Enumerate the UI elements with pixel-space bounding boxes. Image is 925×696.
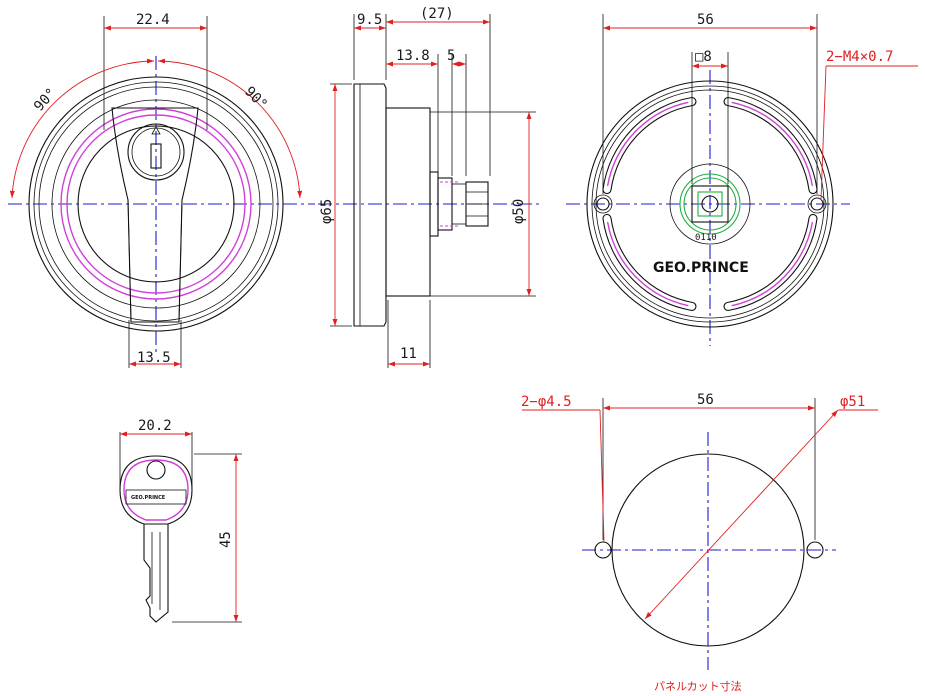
bezel-ring-3 xyxy=(38,86,274,322)
arc-slot-bottom-right xyxy=(723,213,818,311)
arc-slot-bottom-right-highlight xyxy=(731,221,814,307)
panel-hole-left xyxy=(594,541,612,559)
side-dim-inner-dia: φ50 xyxy=(511,199,527,224)
arc-slot-top-right-highlight xyxy=(731,101,814,187)
housing-ring-3 xyxy=(595,89,825,319)
lever-handle xyxy=(111,107,199,323)
side-dim-base: 11 xyxy=(400,346,417,362)
angle-arc-left xyxy=(9,58,155,199)
hub-green-ring xyxy=(679,173,741,235)
rear-dim-square: □8 xyxy=(695,49,712,65)
flange xyxy=(353,83,387,327)
side-dim-body: 13.8 xyxy=(396,48,430,64)
magenta-seal-ring xyxy=(60,108,252,300)
angle-arc-right xyxy=(157,58,303,199)
side-dim-flange: 9.5 xyxy=(357,12,382,28)
hidden-lines xyxy=(440,181,460,227)
key-logo-plate xyxy=(125,489,187,505)
body-housing xyxy=(385,107,431,297)
key-blade-grooves xyxy=(151,532,161,610)
hub-green-ring-2 xyxy=(683,177,737,231)
leader-screw xyxy=(820,65,827,201)
front-angle-right: 90° xyxy=(241,84,270,113)
mount-hole-right-ring xyxy=(807,194,827,214)
key-ring-hole xyxy=(146,460,166,480)
front-view xyxy=(8,16,315,368)
mount-hole-right xyxy=(810,197,824,211)
bezel-outer-ring xyxy=(28,76,284,332)
arc-slot-top-right xyxy=(723,97,818,195)
square-drive-inner xyxy=(697,191,723,217)
front-angle-left: 90° xyxy=(31,85,60,115)
arc-slot-top-left-highlight xyxy=(606,101,689,187)
arc-slot-bottom-left xyxy=(602,213,697,311)
arc-slot-bottom-left-highlight xyxy=(606,221,689,307)
key-brand-label: GEO.PRINCE xyxy=(131,495,166,501)
side-view xyxy=(318,14,540,368)
mount-hole-left xyxy=(596,197,610,211)
dial-recess xyxy=(77,125,235,283)
magenta-seal-ring-inner xyxy=(66,114,246,294)
key-head-grip xyxy=(123,459,189,521)
mount-hole-left-ring xyxy=(593,194,613,214)
key-dim-width: 20.2 xyxy=(138,418,172,434)
side-dim-total: (27) xyxy=(420,6,454,22)
panel-dim-holes: 2−φ4.5 xyxy=(521,394,572,410)
side-dim-outer-dia: φ65 xyxy=(319,199,335,224)
rear-hub-code: 0110 xyxy=(695,233,717,243)
lever-handle-edges xyxy=(127,199,183,323)
panel-dim-pitch: 56 xyxy=(697,392,714,408)
arc-slot-top-left xyxy=(602,97,697,195)
leader-holes xyxy=(599,409,605,543)
key-dim-length: 45 xyxy=(218,531,234,548)
housing-outer-ring xyxy=(586,80,834,328)
front-dim-top-width: 22.4 xyxy=(136,12,170,28)
rear-dim-hole-pitch: 56 xyxy=(697,12,714,28)
bezel-ring-2 xyxy=(33,81,279,327)
panel-cut-view xyxy=(522,398,878,670)
rear-brand-label: GEO.PRINCE xyxy=(653,260,749,276)
dim-line-diameter xyxy=(644,409,839,620)
key-blade xyxy=(143,524,169,623)
key-head xyxy=(119,455,193,525)
side-dim-thread: 5 xyxy=(447,48,455,64)
panel-dim-diameter: φ51 xyxy=(840,394,865,410)
square-drive xyxy=(691,185,729,223)
drive-bore xyxy=(701,195,719,213)
hex-nut-faces xyxy=(466,191,488,217)
key-view xyxy=(119,431,242,623)
rear-dim-screw: 2−M4×0.7 xyxy=(826,49,893,65)
panel-caption: パネルカット寸法 xyxy=(654,679,742,693)
bezel-inner-ring xyxy=(51,99,261,309)
rear-view xyxy=(566,14,918,346)
front-dim-bottom-width: 13.5 xyxy=(137,350,171,366)
hub-ring xyxy=(669,163,751,245)
housing-ring-2 xyxy=(591,85,829,323)
